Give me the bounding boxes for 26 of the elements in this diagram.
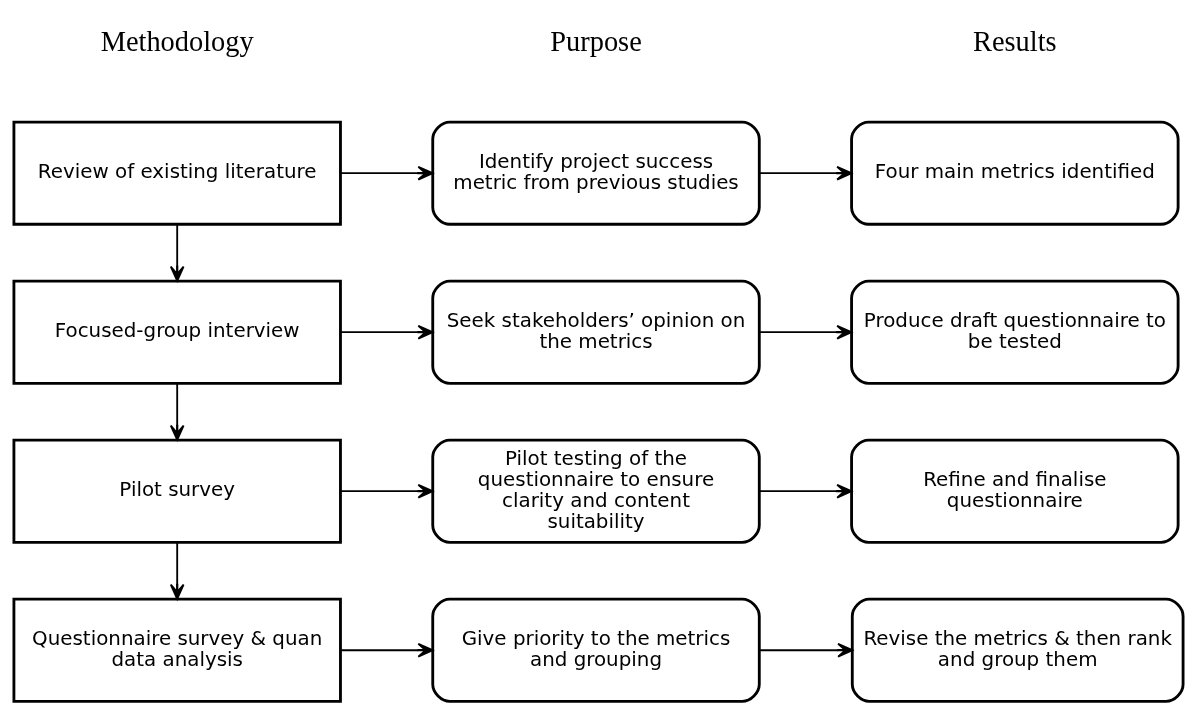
arrow <box>169 223 185 282</box>
node-box: Identify project success metric from previous studies <box>431 120 761 226</box>
arrow <box>169 541 185 600</box>
arrow <box>758 165 853 180</box>
label: Purpose <box>550 25 642 57</box>
arrow <box>339 642 434 658</box>
node-box: Four main metrics identified <box>850 120 1180 226</box>
arrow <box>339 165 434 180</box>
node-box: Review of existing literature <box>12 120 342 226</box>
arrow <box>339 483 434 498</box>
node-box: Pilot survey <box>12 438 342 544</box>
node-box: Pilot testing of the questionnaire to ensure clarity and content suitability <box>431 438 761 544</box>
arrow <box>169 382 185 441</box>
node-box: Revise the metrics & then rank and group them <box>850 597 1185 703</box>
node-box: Questionnaire survey & quan data analysis <box>12 597 342 703</box>
label: Results <box>973 25 1057 57</box>
arrow <box>758 483 853 498</box>
node-box: Refine and finalise questionnaire <box>850 438 1180 544</box>
label: Methodology <box>100 25 254 57</box>
node-box: Seek stakeholders’ opinion on the metrics <box>431 279 761 385</box>
arrow <box>758 324 853 339</box>
node-box: Focused-group interview <box>12 279 342 385</box>
arrow <box>758 642 854 658</box>
node-box: Produce draft questionnaire to be tested <box>850 279 1180 385</box>
node-box: Give priority to the metrics and grouping <box>431 597 761 703</box>
arrow <box>339 324 434 339</box>
